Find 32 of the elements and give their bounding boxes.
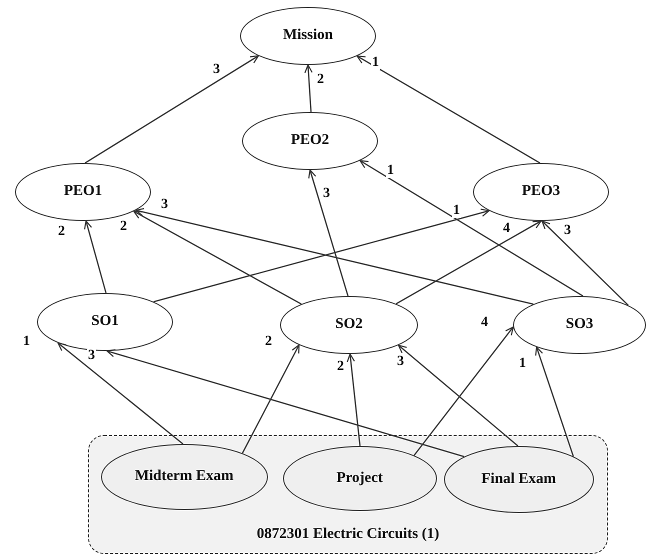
node-label: SO2 (335, 316, 363, 334)
arrow (346, 353, 361, 446)
node-label: PEO1 (64, 183, 102, 201)
arrow (242, 344, 300, 454)
node-label: Midterm Exam (134, 468, 234, 486)
arrow (535, 346, 574, 457)
node-label: PEO2 (290, 132, 330, 150)
group-heading: 0872301 Electric Circuits (1) (256, 526, 440, 543)
arrow (396, 220, 542, 304)
arrow (84, 55, 259, 164)
node-label: Project (336, 470, 383, 487)
arrow (57, 342, 184, 445)
arrow (84, 220, 107, 294)
arrow (359, 160, 584, 297)
node-label: SO1 (91, 313, 119, 331)
arrow (414, 326, 514, 456)
node-label: Mission (282, 27, 333, 45)
edge-label: 1 (371, 56, 380, 70)
edge-label: 1 (386, 164, 395, 178)
node-label: PEO3 (522, 183, 560, 201)
arrow (541, 220, 629, 306)
arrow (133, 210, 302, 305)
arrow (153, 208, 490, 302)
arrow (304, 64, 313, 112)
course-group (88, 435, 608, 554)
arrow (106, 349, 464, 458)
edge-label: 1 (452, 204, 461, 218)
arrow (356, 55, 540, 164)
arrow (308, 169, 349, 296)
node-label: SO3 (566, 316, 594, 334)
arrow (135, 208, 534, 305)
node-label: Final Exam (481, 470, 556, 488)
